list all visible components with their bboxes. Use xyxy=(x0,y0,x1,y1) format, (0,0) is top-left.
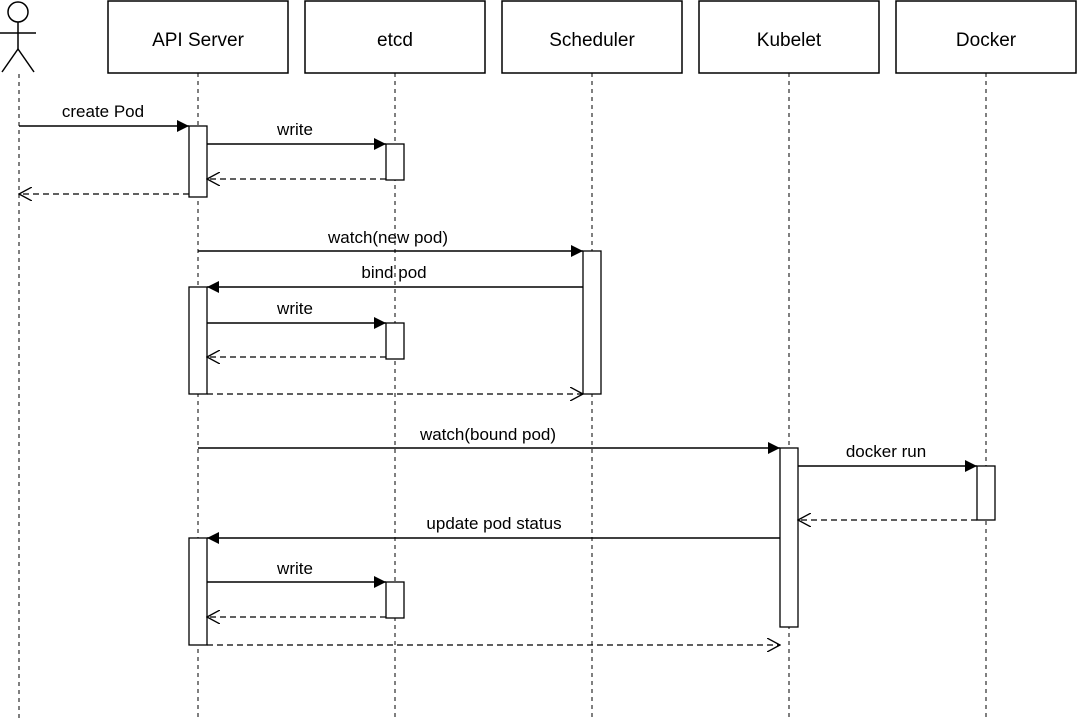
label-docker-run: docker run xyxy=(846,442,926,461)
activation-etcd-3 xyxy=(385,581,405,619)
activation-etcd-2 xyxy=(385,322,405,360)
label-write-2: write xyxy=(276,299,313,318)
participant-docker-label: Docker xyxy=(956,30,1017,51)
activation-scheduler-1 xyxy=(582,250,602,395)
label-create-pod: create Pod xyxy=(62,102,144,121)
label-bind-pod: bind pod xyxy=(361,263,426,282)
user-actor-icon xyxy=(0,1,36,73)
messages xyxy=(19,120,977,645)
activation-bars xyxy=(188,125,996,646)
participant-scheduler-label: Scheduler xyxy=(549,30,635,51)
participant-etcd: etcd xyxy=(304,0,486,74)
participant-etcd-label: etcd xyxy=(377,30,413,51)
participant-api-server-label: API Server xyxy=(152,30,245,51)
label-watch-new-pod: watch(new pod) xyxy=(327,228,448,247)
activation-api-3 xyxy=(188,537,208,646)
participant-docker: Docker xyxy=(895,0,1077,74)
participant-kubelet: Kubelet xyxy=(698,0,880,74)
activation-api-1 xyxy=(188,125,208,198)
participant-api-server: API Server xyxy=(107,0,289,74)
participant-kubelet-label: Kubelet xyxy=(757,30,822,51)
activation-docker-1 xyxy=(976,465,996,521)
activation-api-2 xyxy=(188,286,208,395)
lifelines xyxy=(18,73,987,720)
label-update-pod-status: update pod status xyxy=(426,514,561,533)
label-watch-bound-pod: watch(bound pod) xyxy=(419,425,556,444)
activation-etcd-1 xyxy=(385,143,405,181)
participant-scheduler: Scheduler xyxy=(501,0,683,74)
message-labels: create Pod write watch(new pod) bind pod… xyxy=(62,102,926,578)
activation-kubelet-1 xyxy=(779,447,799,628)
label-write-3: write xyxy=(276,559,313,578)
label-write-1: write xyxy=(276,120,313,139)
